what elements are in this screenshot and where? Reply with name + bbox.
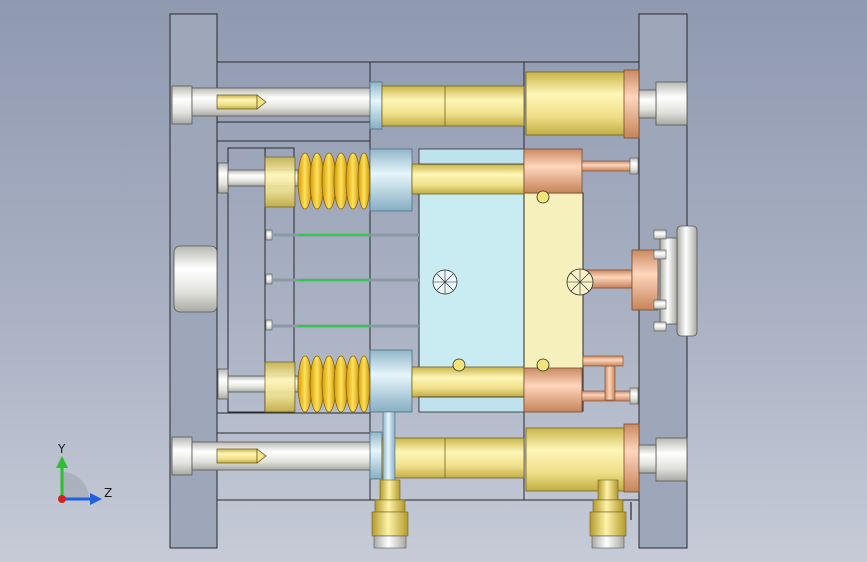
vertical-water-pipe [604, 365, 616, 401]
screw-hole-core-bottom [452, 358, 466, 372]
lower-water-pipe-cap [629, 387, 639, 405]
lower-bushing-flange [623, 423, 640, 493]
upper-copper-block [523, 148, 583, 194]
ejector-pin-2 [265, 273, 419, 285]
sprue-bushing [566, 268, 633, 296]
upper-support-sleeve [418, 148, 525, 165]
lower-guide-bushing [369, 431, 383, 480]
bottom-fitting-right [589, 479, 627, 549]
ejector-boss [173, 245, 218, 313]
lower-copper-block [523, 367, 583, 413]
screw-hole-top-cavity [536, 190, 550, 204]
orientation-triad [56, 456, 102, 505]
upper-return-pin-head [217, 162, 229, 194]
lower-spring [297, 355, 371, 413]
triad-z-arrow [90, 493, 102, 505]
lower-return-pin-head [217, 368, 229, 400]
triad-y-label: Y [58, 442, 66, 456]
upper-fixed-bushing [525, 71, 627, 136]
upper-guide-pillar-head [171, 85, 193, 125]
vertical-water-elbow [582, 355, 624, 367]
upper-right-pin-step [638, 89, 657, 119]
lower-guide-sleeve [381, 437, 525, 479]
upper-screw [216, 94, 258, 110]
ejector-pin-3 [265, 319, 419, 331]
lower-screw [216, 448, 258, 464]
locating-ring [631, 225, 698, 337]
triad-x-axis [58, 495, 66, 503]
bottom-fitting-left [371, 479, 409, 549]
upper-bushing-flange [623, 69, 640, 139]
upper-support-rod [411, 163, 525, 195]
lower-guide-pillar-head [171, 436, 193, 476]
core-gate-symbol [432, 269, 458, 295]
triad-z-label: Z [104, 486, 113, 500]
lower-right-pin-step [638, 444, 657, 474]
lower-screw-tip [256, 448, 267, 464]
screw-hole-cavity-bottom [536, 358, 550, 372]
lower-support-bushing [369, 349, 413, 413]
ejector-pin-1 [265, 229, 419, 241]
upper-guide-bushing [369, 81, 383, 130]
lower-support-rod [411, 366, 525, 398]
upper-support-bushing [369, 148, 413, 212]
upper-return-pin-inner [264, 156, 296, 208]
triad-y-arrow [56, 456, 68, 468]
upper-guide-sleeve [381, 85, 525, 127]
upper-water-pipe [581, 160, 633, 172]
upper-right-pin [655, 81, 688, 126]
lower-right-pin [655, 437, 688, 482]
upper-water-pipe-cap [629, 157, 639, 175]
upper-spring [297, 152, 371, 210]
upper-screw-tip [256, 94, 267, 110]
lower-return-pin-inner [264, 361, 296, 413]
lower-support-sleeve [418, 396, 525, 413]
